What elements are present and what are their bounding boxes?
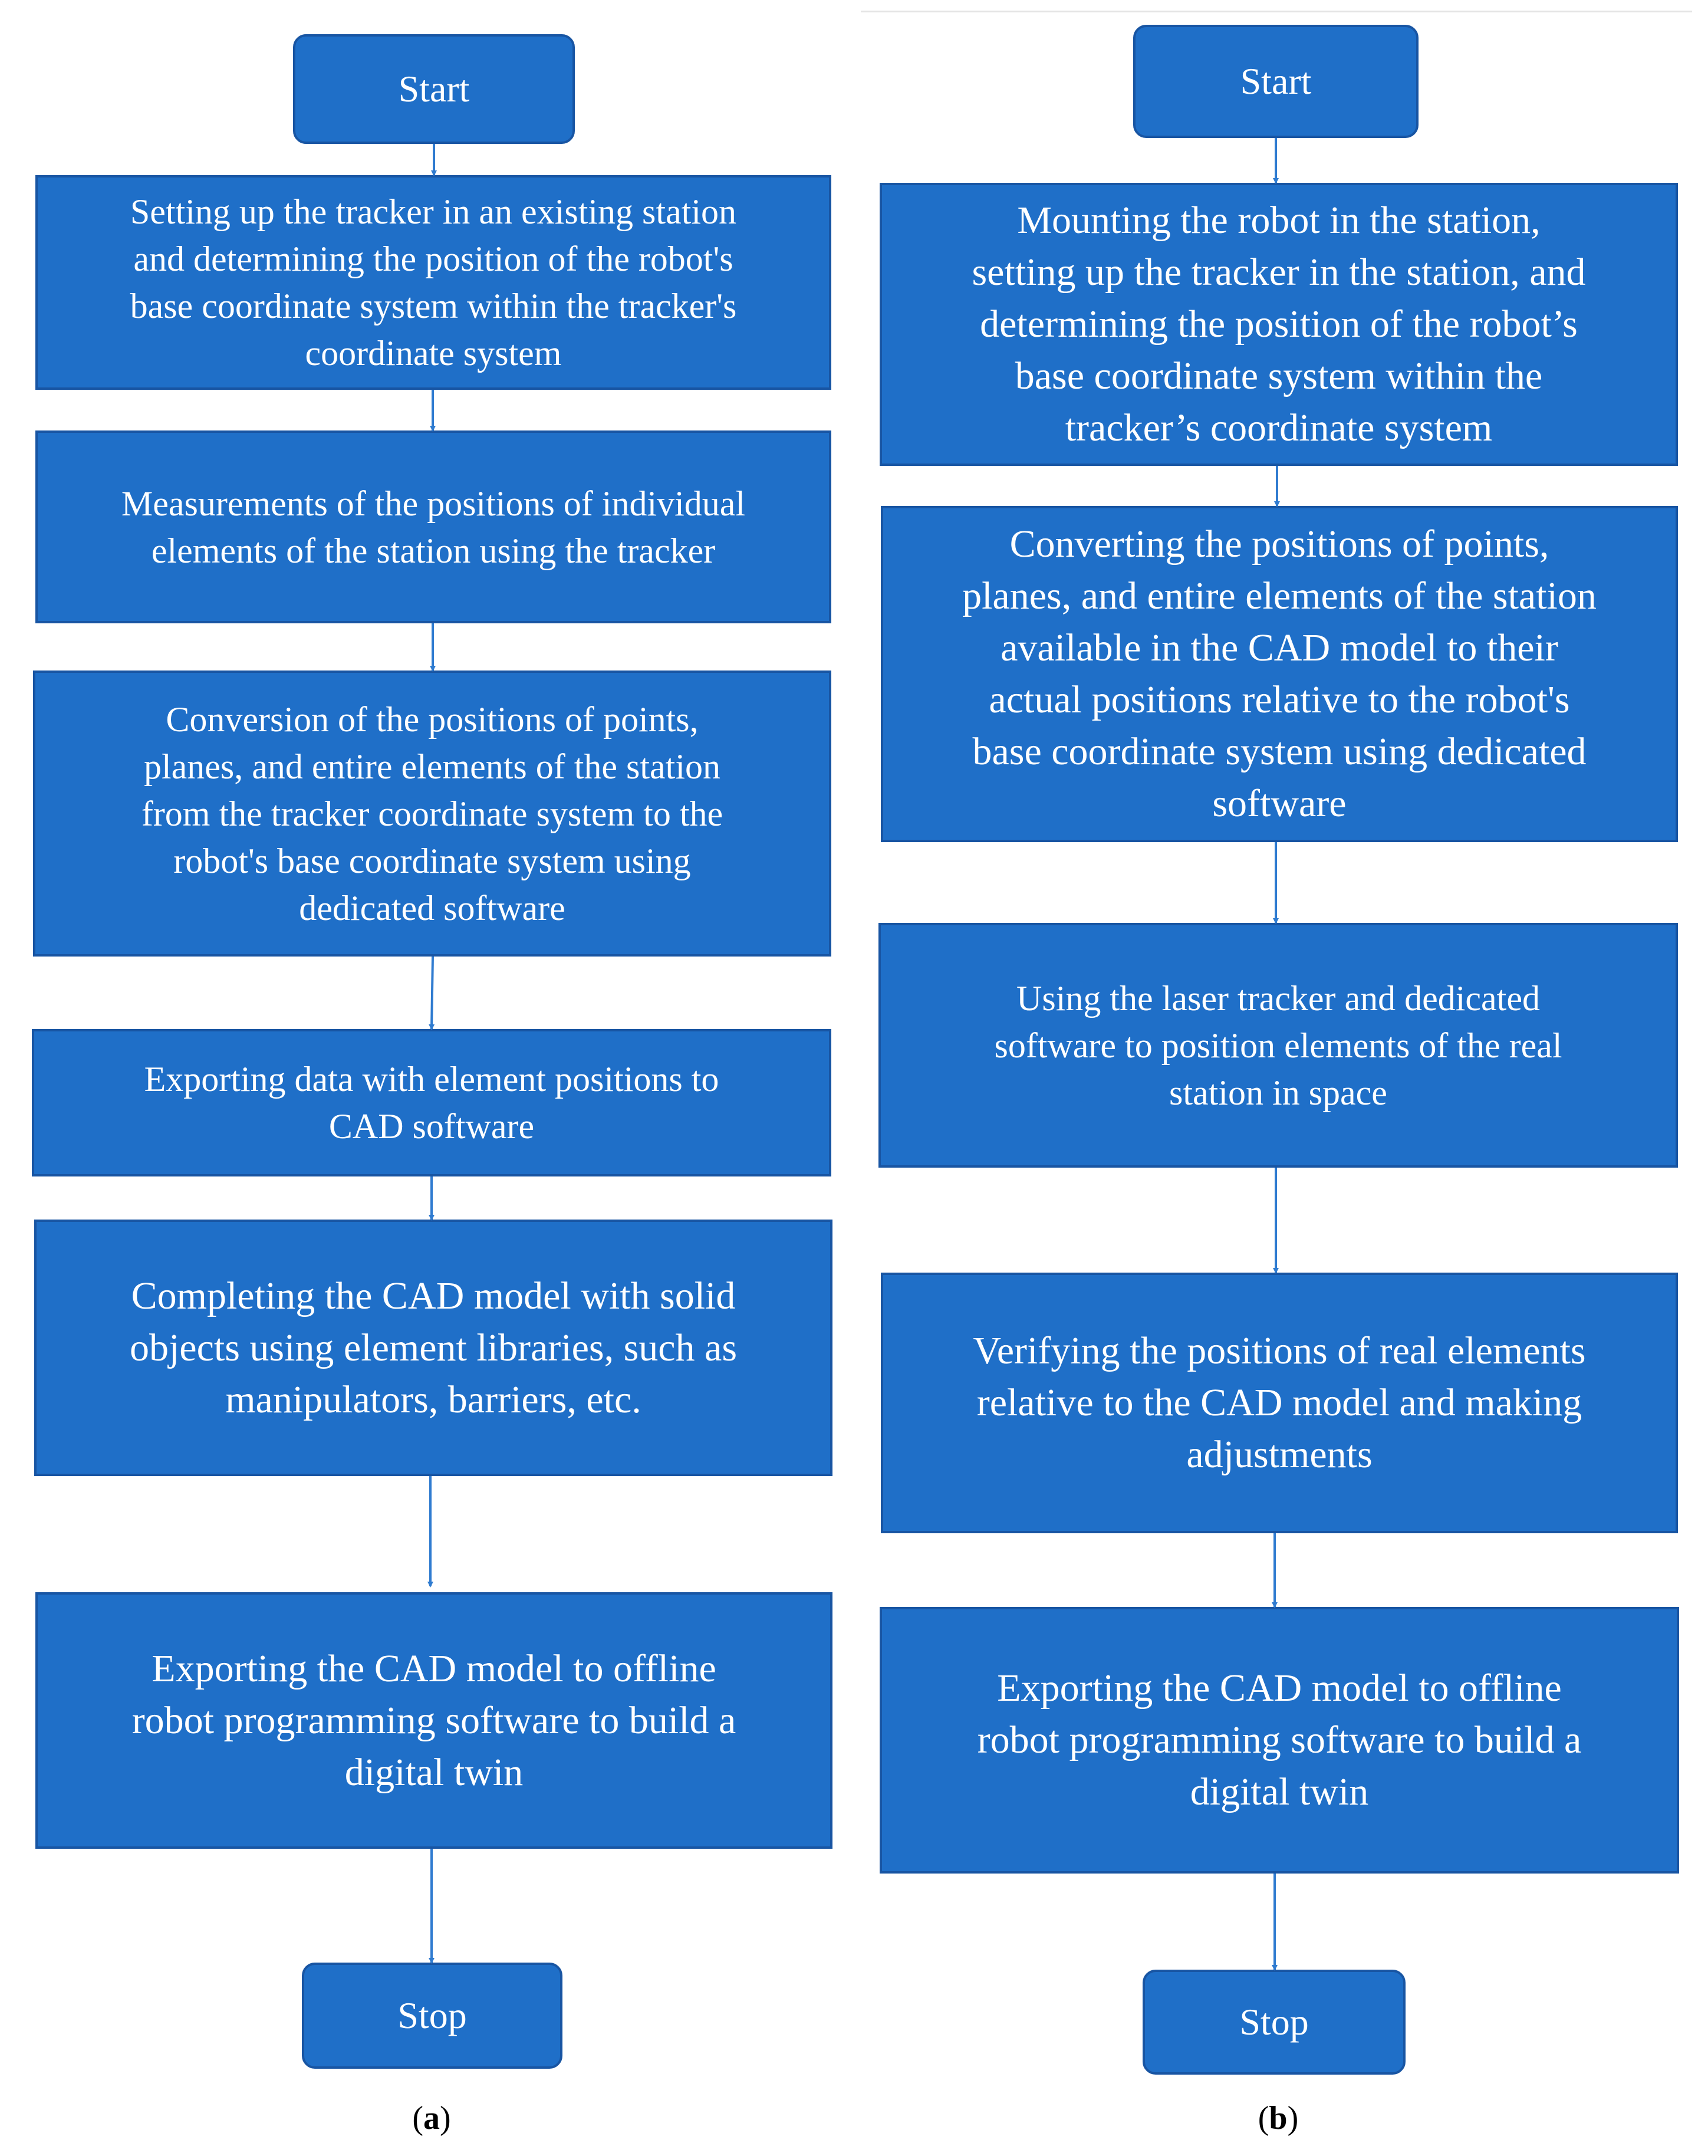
step-a-2: Measurements of the positions of individ…	[35, 430, 831, 623]
stop-node-b: Stop	[1143, 1970, 1406, 2075]
step-b-1: Mounting the robot in the station, setti…	[880, 183, 1678, 466]
step-a-3: Conversion of the positions of points, p…	[33, 671, 831, 957]
step-b-4: Verifying the positions of real elements…	[881, 1273, 1678, 1533]
stop-node-a: Stop	[302, 1963, 562, 2069]
step-b-5: Exporting the CAD model to offline robot…	[880, 1607, 1679, 1874]
top-rule	[861, 11, 1692, 12]
start-node-a: Start	[293, 34, 575, 144]
step-a-5: Completing the CAD model with solid obje…	[34, 1220, 832, 1476]
step-a-4: Exporting data with element positions to…	[32, 1029, 831, 1176]
caption-b: (b)	[1258, 2100, 1299, 2137]
step-b-2: Converting the positions of points, plan…	[881, 506, 1678, 842]
caption-a-letter: a	[423, 2100, 440, 2137]
arrow-a-4	[429, 956, 435, 1030]
caption-b-letter: b	[1269, 2100, 1288, 2137]
step-a-6: Exporting the CAD model to offline robot…	[35, 1592, 832, 1849]
start-node-b: Start	[1133, 25, 1419, 138]
step-a-1: Setting up the tracker in an existing st…	[35, 175, 831, 390]
step-b-3: Using the laser tracker and dedicated so…	[878, 923, 1678, 1168]
caption-a: (a)	[412, 2100, 451, 2137]
